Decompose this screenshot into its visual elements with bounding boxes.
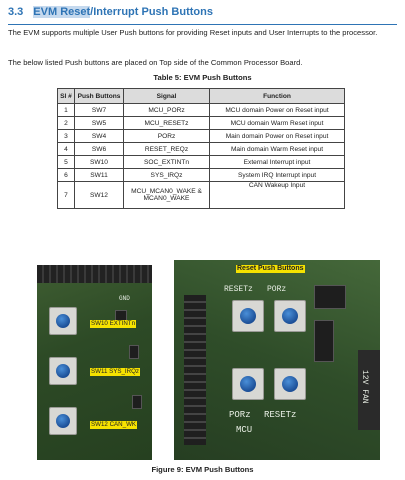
silk-porz-top: PORz	[267, 285, 287, 294]
reset-buttons-title: Reset Push Buttons	[236, 265, 305, 273]
right-board-photo: Reset Push Buttons RESETz PORz PORz RESE…	[174, 260, 380, 460]
component	[314, 320, 334, 362]
cell-button: SW7	[74, 103, 124, 117]
cell-function: CAN Wakeup Input	[209, 181, 345, 209]
push-button-sw7	[232, 368, 264, 400]
section-heading: 3.3 EVM Reset/Interrupt Push Buttons	[8, 6, 397, 25]
push-button-sw10	[49, 307, 77, 335]
label-sw10: SW10 EXTINTn	[90, 320, 137, 328]
cell-sl: 5	[57, 155, 75, 169]
button-cap	[282, 376, 298, 392]
placement-paragraph: The below listed Push buttons are placed…	[8, 58, 303, 67]
cell-function: Main domain Warm Reset input	[209, 142, 345, 156]
cell-signal: MCU_MCAN0_WAKE &MCAN0_WAKE	[123, 181, 210, 209]
cell-sl: 1	[57, 103, 75, 117]
cell-signal: MCU_RESETz	[123, 116, 210, 130]
cell-sl: 2	[57, 116, 75, 130]
push-button-sw4	[274, 300, 306, 332]
table-row: 1 SW7 MCU_PORz MCU domain Power on Reset…	[57, 103, 345, 117]
figure-caption: Figure 9: EVM Push Buttons	[151, 465, 254, 474]
table-caption: Table 5: EVM Push Buttons	[153, 73, 252, 82]
header-function: Function	[209, 88, 345, 104]
table-row: 5 SW10 SOC_EXTINTn External Interrupt in…	[57, 155, 345, 169]
cell-signal: SOC_EXTINTn	[123, 155, 210, 169]
cell-function: MCU domain Power on Reset input	[209, 103, 345, 117]
button-cap	[56, 314, 70, 328]
button-cap	[282, 308, 298, 324]
header-sl: Sl #	[57, 88, 75, 104]
cell-signal: SYS_IRQz	[123, 168, 210, 182]
cell-signal: MCU_PORz	[123, 103, 210, 117]
left-board-photo: GND SW10 EXTINTn SW11 SYS_IRQz SW12 CAN_…	[37, 265, 152, 460]
cell-sl: 6	[57, 168, 75, 182]
cell-sl: 7	[57, 181, 75, 209]
header-signal: Signal	[123, 88, 210, 104]
silk-resetz-bottom: RESETz	[264, 410, 297, 420]
push-button-sw5	[274, 368, 306, 400]
component	[129, 345, 139, 359]
cell-button: SW5	[74, 116, 124, 130]
table-row: 3 SW4 PORz Main domain Power on Reset in…	[57, 129, 345, 143]
table-header-row: Sl # Push Buttons Signal Function	[57, 88, 345, 104]
pin-header	[184, 295, 206, 445]
label-sw11: SW11 SYS_IRQz	[90, 368, 141, 376]
intro-paragraph: The EVM supports multiple User Push butt…	[8, 28, 378, 37]
cell-button: SW4	[74, 129, 124, 143]
cell-button: SW6	[74, 142, 124, 156]
component	[132, 395, 142, 409]
cell-function: System IRQ Interrupt input	[209, 168, 345, 182]
cell-signal: PORz	[123, 129, 210, 143]
push-button-sw6	[232, 300, 264, 332]
component	[314, 285, 346, 309]
table-row: 2 SW5 MCU_RESETz MCU domain Warm Reset i…	[57, 116, 345, 130]
cell-button: SW11	[74, 168, 124, 182]
table-row: 7 SW12 MCU_MCAN0_WAKE &MCAN0_WAKE CAN Wa…	[57, 181, 345, 209]
table-row: 4 SW6 RESET_REQz Main domain Warm Reset …	[57, 142, 345, 156]
cell-function: Main domain Power on Reset input	[209, 129, 345, 143]
table-row: 6 SW11 SYS_IRQz System IRQ Interrupt inp…	[57, 168, 345, 182]
label-sw12: SW12 CAN_WK	[90, 421, 138, 429]
cell-function: MCU domain Warm Reset input	[209, 116, 345, 130]
header-push-buttons: Push Buttons	[74, 88, 124, 104]
fan-connector: 12V FAN	[358, 350, 380, 430]
cell-button: SW10	[74, 155, 124, 169]
gnd-silk: GND	[119, 295, 130, 302]
pin-header	[37, 265, 152, 283]
button-cap	[240, 308, 256, 324]
cell-button: SW12	[74, 181, 124, 209]
cell-signal: RESET_REQz	[123, 142, 210, 156]
cell-sl: 4	[57, 142, 75, 156]
silk-mcu: MCU	[236, 425, 253, 435]
silk-porz-bottom: PORz	[229, 410, 251, 420]
button-cap	[56, 364, 70, 378]
cell-sl: 3	[57, 129, 75, 143]
silk-resetz-top: RESETz	[224, 285, 253, 294]
section-title: EVM Reset/Interrupt Push Buttons	[33, 6, 213, 18]
push-button-sw12	[49, 407, 77, 435]
cell-signal-line1: MCU_MCAN0_WAKE &	[131, 188, 202, 195]
cell-signal-line2: MCAN0_WAKE	[143, 195, 190, 202]
section-number: 3.3	[8, 6, 24, 18]
section-title-rest: /Interrupt Push Buttons	[90, 6, 213, 18]
push-buttons-table: Sl # Push Buttons Signal Function 1 SW7 …	[57, 88, 345, 209]
silk-12v-fan: 12V FAN	[360, 370, 369, 404]
button-cap	[240, 376, 256, 392]
push-button-sw11	[49, 357, 77, 385]
cell-function: External Interrupt input	[209, 155, 345, 169]
section-title-highlight: EVM Reset	[33, 6, 91, 18]
button-cap	[56, 414, 70, 428]
